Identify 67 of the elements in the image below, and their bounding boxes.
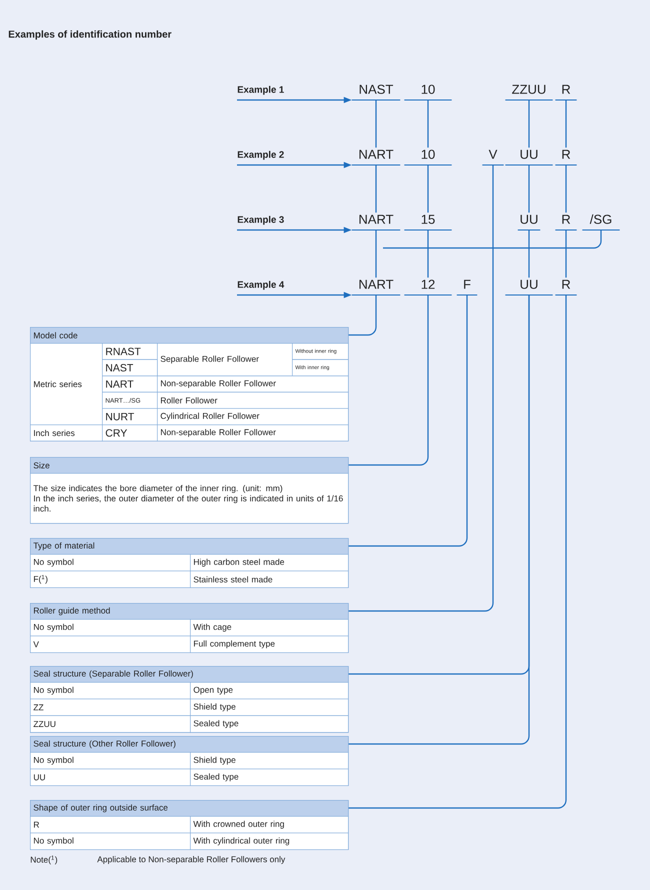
connector-line (348, 295, 530, 745)
table-cell: CRY (102, 424, 158, 442)
table-cell: With cage (190, 619, 349, 636)
table-cell: ZZ (30, 698, 191, 716)
connector-line (565, 230, 567, 278)
table-cell: ZZUU (30, 715, 191, 733)
table-cell: F($^{1}$) (30, 570, 191, 588)
table-header: Seal structure (Other Roller Follower) (30, 736, 349, 753)
connector-line (375, 230, 377, 278)
table-cell: NART (102, 376, 158, 392)
table (30, 666, 349, 733)
table (30, 327, 349, 442)
connector-line (375, 165, 377, 213)
table-cell: Shield type (190, 752, 349, 770)
table-header: Seal structure (Separable Roller Follower) (30, 666, 349, 683)
connector-line (375, 100, 377, 148)
table (30, 538, 349, 588)
table-cell: RNAST (102, 343, 158, 360)
table (30, 603, 349, 653)
table-cell: Open type (190, 682, 349, 700)
table-cell: No symbol (30, 619, 191, 636)
table-cell: NURT (102, 408, 158, 426)
table-cell: Shield type (190, 698, 349, 716)
table-cell: R (30, 816, 191, 834)
connector-line (565, 165, 567, 213)
table-cell: No symbol (30, 682, 191, 700)
table-cell: Full complement type (190, 636, 349, 653)
connector-line (348, 295, 468, 547)
table-cell: Sealed type (190, 715, 349, 733)
table-cell: High carbon steel made (190, 554, 349, 572)
table-cell: Stainless steel made (190, 570, 349, 588)
connector-line (427, 165, 429, 213)
table-cell: No symbol (30, 554, 191, 572)
connector-line (348, 295, 377, 336)
table-cell: With cylindrical outer ring (190, 832, 349, 850)
table-cell: Sealed type (190, 768, 349, 786)
connector-line (528, 230, 530, 278)
table-cell: No symbol (30, 752, 191, 770)
table-cell: No symbol (30, 832, 191, 850)
table-cell: UU (30, 768, 191, 786)
table-header: Shape of outer ring outside surface (30, 800, 349, 817)
table (30, 800, 349, 850)
table (30, 736, 349, 786)
table-header: Size (30, 457, 349, 474)
connector-line (427, 230, 429, 278)
example-label: Example 4 (238, 280, 284, 290)
table-body: The size indicates the bore diameter of the inner ring. (unit: mm) In the inch series, the outer diameter of the outer ring is indicated in units of 1/16 inch. (30, 473, 349, 524)
table-header: Type of material (30, 538, 349, 555)
table-header: Roller guide method (30, 603, 349, 620)
connector-line (383, 230, 602, 249)
table-header: Model code (30, 327, 349, 344)
example-label: Example 3 (238, 216, 284, 225)
connector-line (528, 165, 530, 213)
connector-line (528, 100, 530, 148)
table-cell: Inch series (30, 424, 103, 442)
connector-line (348, 295, 567, 809)
title: Examples of identification number (8, 30, 172, 40)
connector-line (565, 100, 567, 148)
table-cell: With crowned outer ring (190, 816, 349, 834)
example-label: Example 2 (238, 150, 284, 160)
table-cell: NAST (102, 359, 158, 376)
connector-line (427, 100, 429, 148)
example-label: Example 1 (238, 86, 284, 95)
connector-line (348, 295, 429, 466)
connector-line (348, 165, 494, 612)
table (30, 457, 349, 524)
table-cell: V (30, 636, 191, 653)
